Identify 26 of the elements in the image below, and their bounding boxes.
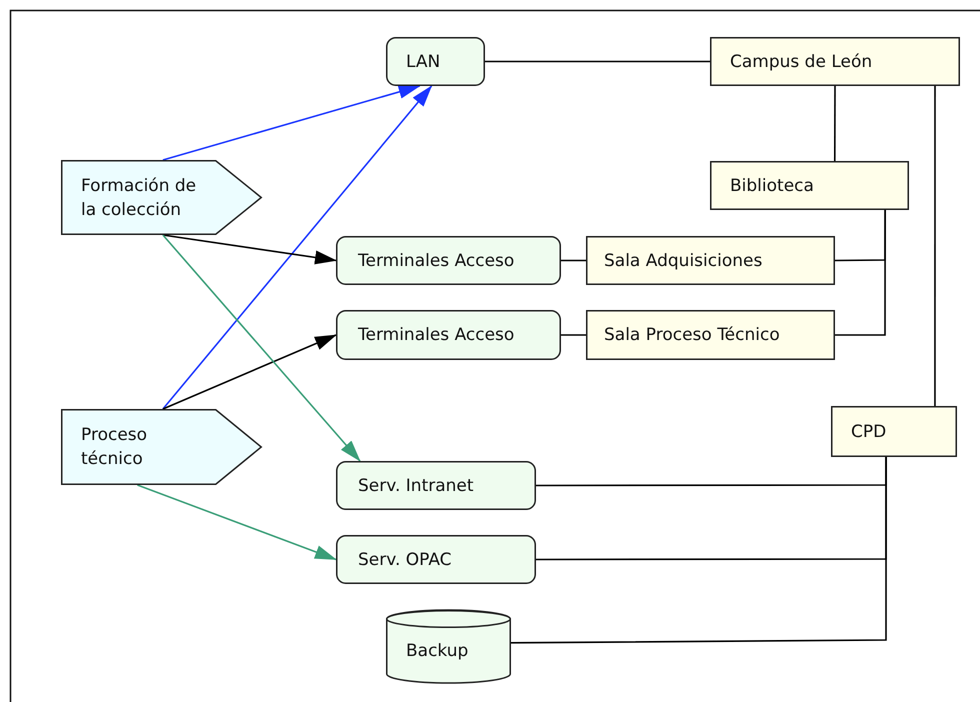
connector-line	[485, 60, 710, 62]
node-label: LAN	[406, 50, 442, 74]
connector-line	[934, 86, 936, 406]
arrow	[162, 334, 337, 410]
connector-line	[561, 260, 586, 262]
connector-line	[834, 86, 836, 161]
node-label: Campus de León	[730, 50, 874, 74]
arrow	[162, 85, 432, 410]
connector-line	[835, 210, 886, 336]
arrow	[137, 484, 337, 560]
node-label: Terminales Acceso	[358, 324, 516, 347]
connector-line	[561, 334, 586, 336]
node-label: Backup	[406, 640, 470, 662]
node-label: Serv. Intranet	[358, 474, 475, 498]
node-label: Biblioteca	[730, 174, 815, 198]
node-label: Serv. OPAC	[358, 548, 453, 572]
arrow	[162, 234, 337, 264]
arrow	[162, 85, 421, 161]
node-label: Formación de la colección	[81, 174, 198, 222]
arrow	[162, 234, 361, 462]
node-label: CPD	[851, 420, 888, 444]
node-label: Sala Adquisiciones	[604, 250, 764, 272]
node-label: Proceso técnico	[81, 424, 148, 471]
node-label: Sala Proceso Técnico	[604, 324, 781, 347]
node-label: Terminales Acceso	[358, 250, 516, 272]
connector-line	[511, 457, 887, 644]
